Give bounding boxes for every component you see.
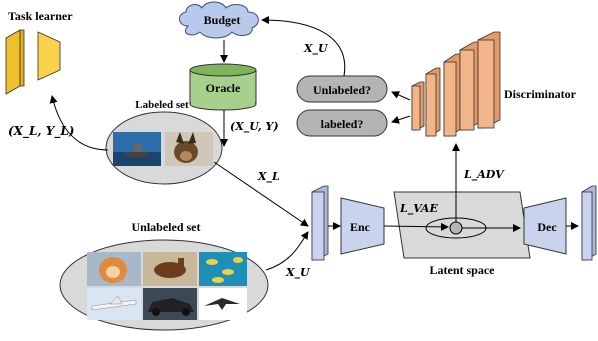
labeled-dog-image: [165, 132, 213, 166]
xu-label: X_U: [285, 266, 311, 280]
disc-to-labeled-arrow: [391, 115, 411, 124]
vae-input-block: [311, 185, 329, 261]
unlabeled-fish-image: [199, 252, 247, 286]
labeled-ship-image: [113, 132, 161, 166]
decoder-label: Dec: [537, 220, 557, 234]
task-learner-title: Task learner: [8, 9, 73, 23]
adv-loss-label: L_ADV: [463, 168, 505, 182]
vae-loss-label: L_VAE: [399, 202, 438, 216]
latent-space-plane: [393, 191, 531, 259]
decoder-block: [523, 197, 567, 255]
unlabeled-to-encoder-arrow: [265, 231, 309, 271]
disc-to-unlabeled-arrow: [391, 91, 411, 101]
budget-cloud: [179, 1, 259, 39]
unlabeled-dog-image: [87, 252, 141, 286]
oracle-label: Oracle: [206, 81, 241, 95]
xl-label: X_L: [257, 170, 280, 184]
unlabeled-output-pill: [296, 75, 388, 103]
unlabeled-output-label: Unlabeled?: [313, 83, 371, 97]
oracle-output-label: (X_U, Y): [230, 120, 279, 134]
encoder-block: [340, 197, 385, 255]
encoder-label: Enc: [350, 220, 371, 234]
pill-to-budget-arrow: [261, 16, 346, 77]
discriminator-title: Discriminator: [504, 87, 577, 101]
unlabeled-airplane-image: [87, 288, 141, 320]
unlabeled-car-image: [143, 288, 197, 320]
unlabeled-images-grid: [87, 252, 247, 320]
oracle-cylinder: [189, 63, 257, 111]
budget-arrow-label: X_U: [303, 42, 329, 56]
labeled-to-encoder-arrow: [213, 161, 309, 227]
discriminator-network: [411, 31, 501, 137]
latent-code-point: [449, 221, 463, 235]
task-learner-label: (X_L, Y_L): [8, 124, 74, 139]
labeled-output-pill: [296, 109, 388, 137]
task-learner-icon: [5, 29, 61, 95]
unlabeled-horse-image: [143, 252, 197, 286]
unlabeled-eagle-image: [199, 288, 247, 320]
unlabeled-set-title: Unlabeled set: [132, 220, 201, 234]
vae-output-block: [581, 185, 597, 261]
latent-space-title: Latent space: [430, 263, 496, 277]
encoder-to-latent-arrow: [383, 222, 449, 231]
labeled-to-learner-arrow: [49, 95, 109, 151]
labeled-set-title: Labeled set: [135, 99, 189, 111]
labeled-output-label: labeled?: [321, 117, 364, 131]
budget-label: Budget: [204, 13, 241, 27]
